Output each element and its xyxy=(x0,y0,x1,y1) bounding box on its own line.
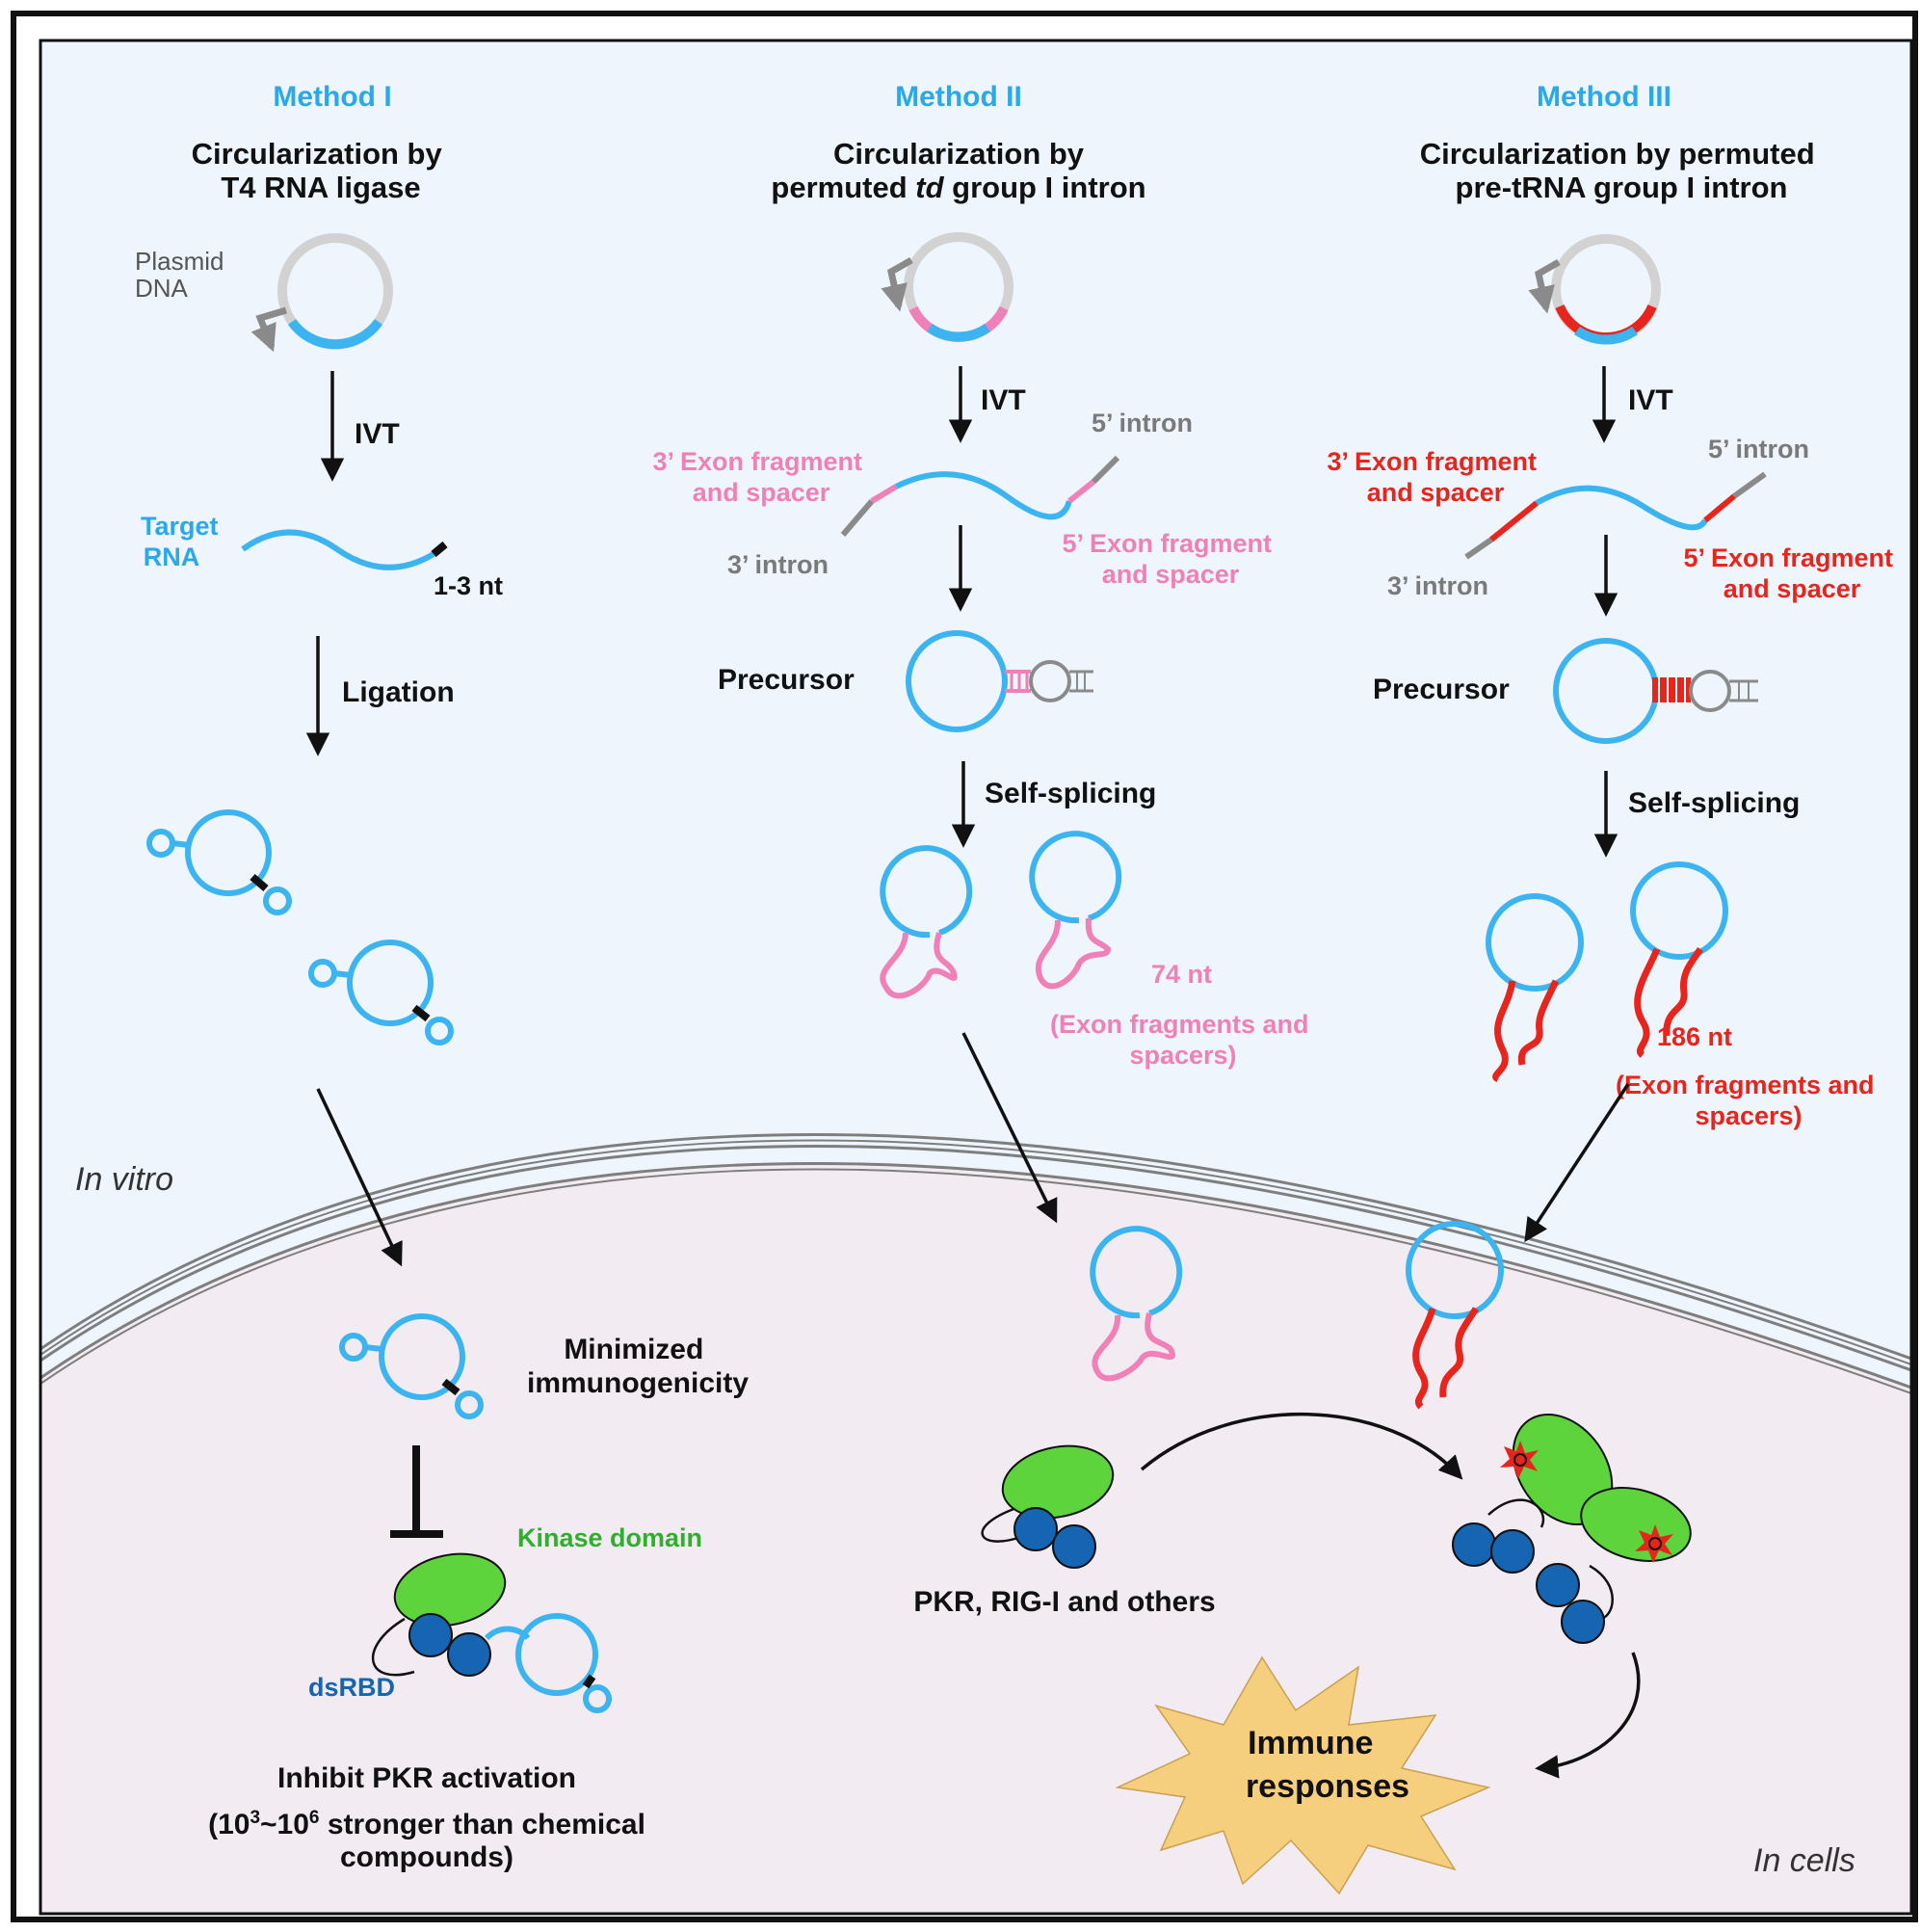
kinase-domain-label: Kinase domain xyxy=(517,1523,702,1552)
ivt-label-2: IVT xyxy=(981,384,1026,416)
arrow-method2-cell xyxy=(961,1032,1058,1224)
ligation-label: Ligation xyxy=(342,676,455,708)
linear-precursor-3 xyxy=(1464,471,1767,560)
fragments-label-2: (Exon fragments and spacers) xyxy=(1050,1010,1316,1070)
cell-membrane xyxy=(40,1133,1911,1394)
dsrbd-circle-2 xyxy=(447,1632,491,1677)
circular-precursor-2 xyxy=(906,630,1093,732)
phosphorylation-star-2 xyxy=(1635,1524,1673,1563)
precursor-label-3: Precursor xyxy=(1373,674,1510,705)
circrna-2b xyxy=(1029,831,1122,990)
intron5-label-2: 5’ intron xyxy=(1092,409,1193,437)
sensor-dsrbd-1 xyxy=(1013,1507,1058,1551)
activated-dsrbd-1 xyxy=(1452,1522,1496,1567)
fragments-label-3: (Exon fragments and spacers) xyxy=(1616,1071,1882,1130)
linear-precursor-2 xyxy=(840,455,1120,537)
method-3-title: Method III xyxy=(1537,81,1671,113)
arrow-method3-cell xyxy=(1524,1083,1630,1243)
intron3-label-3: 3’ intron xyxy=(1387,571,1488,600)
activated-pkr-dimer xyxy=(1452,1414,1692,1644)
plasmid-1-icon xyxy=(250,233,393,353)
circrna-1a xyxy=(146,809,292,915)
activated-dsrbd-2 xyxy=(1490,1529,1535,1574)
plasmid-2-icon xyxy=(881,232,1013,342)
response-arrow xyxy=(1535,1652,1641,1779)
activation-arrow xyxy=(1140,1413,1463,1480)
dsrbd-circle-1 xyxy=(408,1613,453,1657)
stronger-label: (103~106 stronger than chemical xyxy=(208,1808,645,1840)
pkr-inhibited-complex xyxy=(371,1552,612,1713)
inhibition-symbol xyxy=(390,1445,443,1538)
method-1: Method I Circularization by T4 RNA ligas… xyxy=(135,81,503,1267)
exon3-label-2: 3’ Exon fragment and spacer xyxy=(652,447,869,507)
kinase-domain-shape xyxy=(393,1552,507,1628)
method-2-subtitle-1: Circularization by xyxy=(833,137,1085,171)
activated-dsrbd-4 xyxy=(1561,1600,1605,1644)
activated-dsrbd-3 xyxy=(1536,1563,1580,1607)
method-3: Method III Circularization by permuted p… xyxy=(1327,81,1900,1243)
circrna-in-cell-1 xyxy=(339,1313,484,1419)
in-cells-label: In cells xyxy=(1753,1842,1855,1879)
target-rna-label: Target RNA xyxy=(141,512,225,571)
ivt-label-3: IVT xyxy=(1628,384,1673,416)
pkr-rig-i-sensor xyxy=(981,1444,1115,1569)
ivt-label-1: IVT xyxy=(355,418,400,450)
self-splicing-label-3: Self-splicing xyxy=(1628,787,1800,819)
sensors-label: PKR, RIG-I and others xyxy=(913,1586,1215,1618)
nt-label-1: 1-3 nt xyxy=(434,571,503,600)
immune-response-burst xyxy=(1115,1655,1491,1895)
compounds-label: compounds) xyxy=(340,1841,513,1873)
exon3-label-3: 3’ Exon fragment and spacer xyxy=(1327,447,1543,507)
circrna-in-cell-3 xyxy=(1406,1221,1504,1410)
dsrbd-label: dsRBD xyxy=(308,1673,395,1702)
method-1-title: Method I xyxy=(273,81,391,113)
exon5-label-2: 5’ Exon fragment and spacer xyxy=(1062,529,1278,589)
circrna-3b xyxy=(1630,861,1728,1058)
exon5-label-3: 5’ Exon fragment and spacer xyxy=(1683,543,1900,603)
in-cells-background xyxy=(40,1163,1911,1914)
nt-label-3: 186 nt xyxy=(1657,1022,1732,1051)
circrna-3a xyxy=(1486,893,1584,1083)
circrna-in-cell-2 xyxy=(1090,1226,1183,1382)
circular-precursor-3 xyxy=(1553,638,1758,744)
method-1-subtitle: Circularization by T4 RNA ligase xyxy=(192,137,451,204)
linear-target-rna xyxy=(241,529,435,570)
circrna-2a xyxy=(880,845,973,999)
inhibit-pkr-label: Inhibit PKR activation xyxy=(277,1762,576,1794)
arrow-method1-cell xyxy=(316,1088,403,1267)
self-splicing-label-2: Self-splicing xyxy=(985,778,1156,809)
immune-responses-label: Immune responses xyxy=(1246,1725,1409,1805)
nt-label-2: 74 nt xyxy=(1151,960,1212,989)
plasmid-label: Plasmid DNA xyxy=(135,247,231,303)
method-3-subtitle: Circularization by permuted pre-tRNA gro… xyxy=(1420,137,1824,204)
sensor-dsrbd-2 xyxy=(1052,1524,1096,1569)
intron5-label-3: 5’ intron xyxy=(1708,435,1809,463)
method-2-subtitle-2: permuted td group I intron xyxy=(771,171,1145,204)
method-2-title: Method II xyxy=(895,81,1022,113)
circrna-1b xyxy=(308,940,454,1045)
plasmid-3-icon xyxy=(1528,234,1661,345)
intron3-label-2: 3’ intron xyxy=(727,550,829,579)
minimized-label: Minimized immunogenicity xyxy=(527,1334,749,1399)
in-vitro-label: In vitro xyxy=(75,1161,173,1198)
precursor-label-2: Precursor xyxy=(718,664,855,696)
method-2: Method II Circularization by permuted td… xyxy=(652,81,1316,1224)
sensor-kinase-domain xyxy=(1001,1444,1115,1520)
phosphorylation-star-1 xyxy=(1500,1441,1539,1479)
